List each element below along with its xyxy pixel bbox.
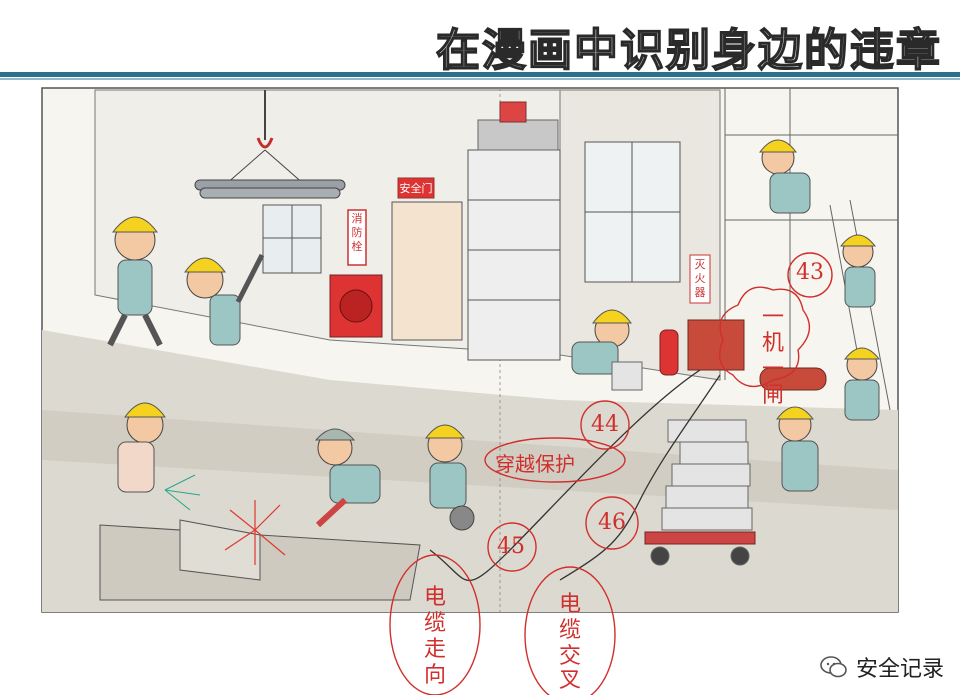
worker-lifting xyxy=(571,309,643,391)
label-machine-4: 闸 xyxy=(761,383,784,408)
title-rule xyxy=(0,72,960,77)
circle-46 xyxy=(585,496,639,550)
label-cable-cross-4: 叉 xyxy=(558,668,581,692)
wechat-icon xyxy=(820,656,848,678)
cloud-machine xyxy=(719,286,811,388)
label-cable-route-4: 向 xyxy=(423,663,446,688)
label-46: 46 xyxy=(598,510,626,535)
circle-43 xyxy=(787,252,833,298)
label-cable-route-3: 走 xyxy=(423,637,446,662)
label-machine-2: 机 xyxy=(761,331,784,356)
welding-machine xyxy=(687,319,745,371)
block-cart xyxy=(644,419,756,566)
gas-cylinder xyxy=(759,367,827,391)
window-left xyxy=(262,204,322,274)
watermark-label: 安全记录 xyxy=(855,657,944,682)
cable-2 xyxy=(559,374,721,581)
ellipse-cross-protect xyxy=(484,437,626,483)
worker-crouching-welder xyxy=(314,428,381,528)
label-45: 45 xyxy=(497,534,525,559)
hanging-pipes xyxy=(194,90,346,199)
worker-cart xyxy=(775,406,819,492)
watermark: 安全记录 xyxy=(820,651,944,683)
label-cable-cross-2: 缆 xyxy=(558,618,581,643)
sign-hydrant: 消防栓 xyxy=(351,212,363,253)
worker-ladder xyxy=(839,234,877,308)
label-cable-route-1: 电 xyxy=(423,585,446,610)
label-machine-3: 一 xyxy=(761,357,784,382)
ellipse-cable-route xyxy=(389,554,481,695)
page-title: 在漫画中识别身边的违章 xyxy=(435,24,942,77)
worker-running xyxy=(843,347,881,421)
circle-44 xyxy=(580,400,630,450)
window-right xyxy=(584,141,681,283)
safety-door xyxy=(391,201,463,341)
label-cable-route-2: 缆 xyxy=(423,611,446,636)
worker-walking xyxy=(107,216,163,347)
worker-grinder xyxy=(425,424,475,531)
cable-1 xyxy=(429,369,701,582)
shelf-unit xyxy=(467,101,561,361)
trench xyxy=(99,519,421,601)
label-43: 43 xyxy=(796,260,824,285)
ellipse-cable-cross xyxy=(524,566,616,695)
title-rule-secondary xyxy=(0,78,960,80)
sign-safety-door: 安全门 xyxy=(399,182,433,195)
worker-scaffold-top xyxy=(758,139,811,214)
label-cross-protect: 穿越保护 xyxy=(495,452,575,476)
fire-extinguisher xyxy=(659,329,679,376)
circle-45 xyxy=(487,522,537,572)
sign-extinguisher: 灭火器 xyxy=(694,258,706,299)
worker-welding-woman xyxy=(117,402,166,493)
welding-sparks xyxy=(224,500,286,565)
label-machine-1: 一 xyxy=(761,305,784,330)
label-cable-cross-1: 电 xyxy=(558,592,581,617)
worker-pointing xyxy=(184,253,265,346)
label-44: 44 xyxy=(591,412,619,437)
comic-illustration xyxy=(41,87,899,695)
label-cable-cross-3: 交 xyxy=(558,644,581,669)
